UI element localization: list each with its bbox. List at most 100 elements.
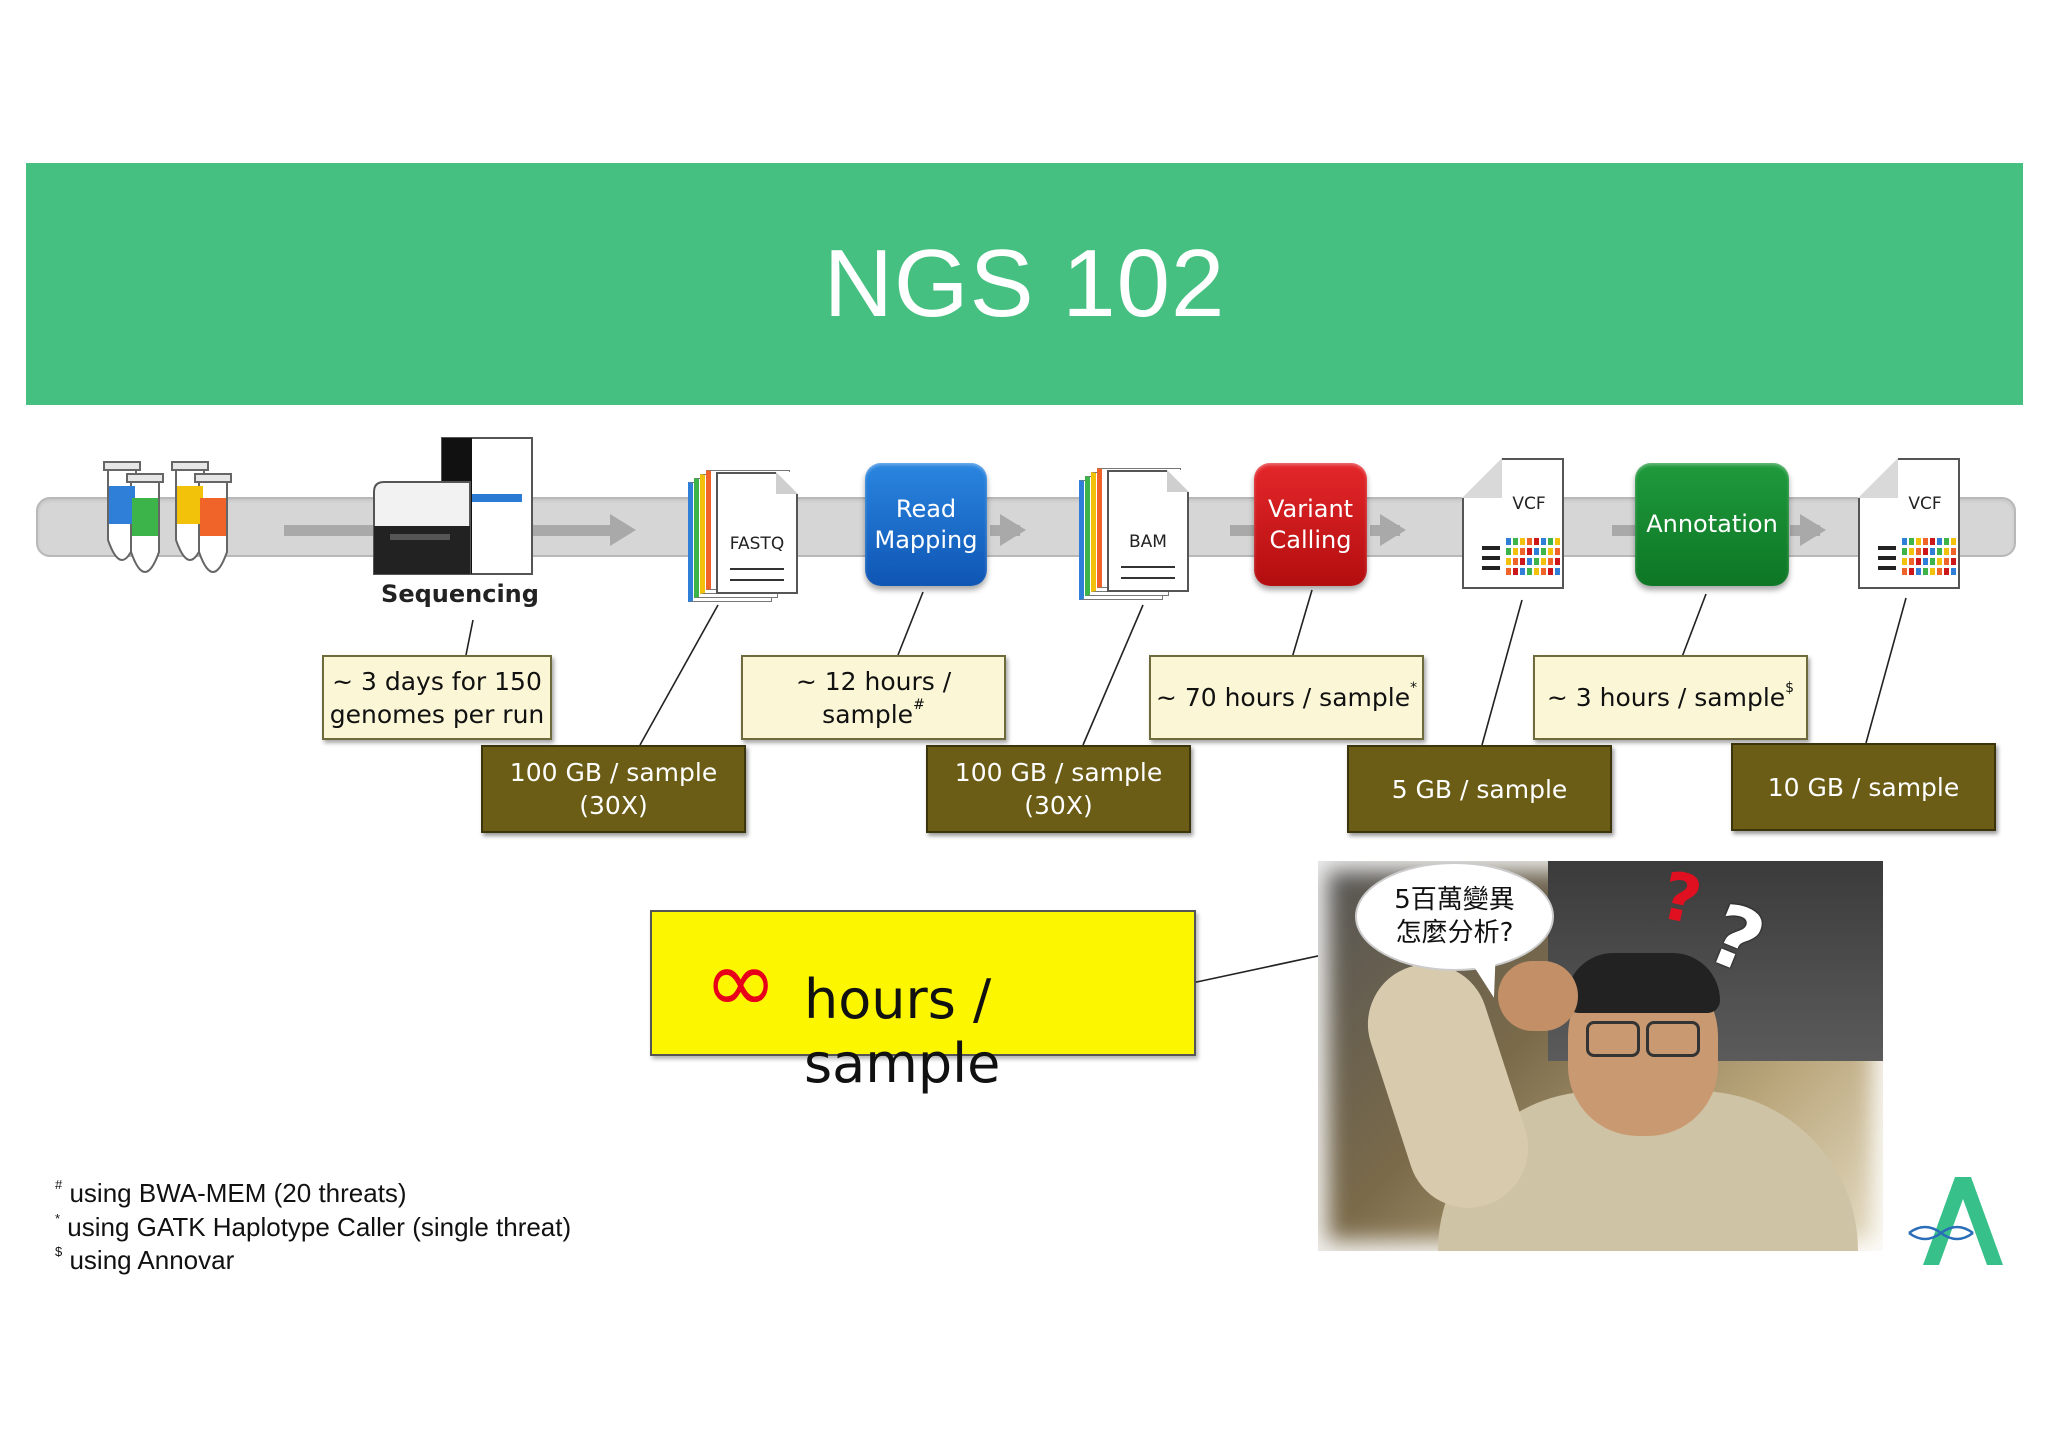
vcf-grid-cell bbox=[1937, 558, 1942, 565]
vcf-grid-cell bbox=[1944, 568, 1949, 575]
vcf-grid-cell bbox=[1541, 548, 1546, 555]
variant-calling-time-note: ~ 70 hours / sample* bbox=[1149, 655, 1424, 740]
vcf-grid-cell bbox=[1923, 568, 1928, 575]
fastq-size-note: 100 GB / sample (30X) bbox=[481, 745, 746, 833]
vcf-size-text: 5 GB / sample bbox=[1391, 774, 1568, 804]
vcf-grid-cell bbox=[1909, 548, 1914, 555]
bam-size-line2: (30X) bbox=[1024, 791, 1093, 820]
vcf-grid-cell bbox=[1923, 538, 1928, 545]
arrow-head-icon bbox=[1800, 514, 1826, 546]
annotated-vcf-file-icon: VCF bbox=[1858, 458, 1960, 589]
fastq-label: FASTQ bbox=[729, 534, 785, 554]
vcf-grid-cell bbox=[1944, 538, 1949, 545]
annotation-step: Annotation bbox=[1635, 463, 1789, 586]
vcf-grid-cell bbox=[1944, 558, 1949, 565]
vcf-grid-cell bbox=[1923, 548, 1928, 555]
vcf-grid-cell bbox=[1930, 558, 1935, 565]
vcf-grid-cell bbox=[1513, 548, 1518, 555]
title-banner: NGS 102 bbox=[26, 163, 2023, 405]
vcf-grid-cell bbox=[1937, 548, 1942, 555]
read-mapping-step: Read Mapping bbox=[865, 463, 987, 586]
vcf-grid-cell bbox=[1548, 548, 1553, 555]
vcf-grid-cell bbox=[1513, 568, 1518, 575]
vcf-grid-cell bbox=[1527, 568, 1532, 575]
vcf-grid-cell bbox=[1951, 558, 1956, 565]
annotated-vcf-size-text: 10 GB / sample bbox=[1767, 772, 1960, 802]
annotation-label: Annotation bbox=[1646, 510, 1778, 538]
vcf-grid-cell bbox=[1902, 568, 1907, 575]
slide-title: NGS 102 bbox=[823, 230, 1226, 337]
vcf-grid-cell bbox=[1951, 568, 1956, 575]
bam-size-note: 100 GB / sample (30X) bbox=[926, 745, 1191, 833]
vcf-grid-cell bbox=[1506, 568, 1511, 575]
footnote-mark: # bbox=[913, 696, 925, 713]
footnote-text: using BWA-MEM (20 threats) bbox=[69, 1178, 407, 1208]
vcf-grid-cell bbox=[1930, 568, 1935, 575]
footnote-text: using GATK Haplotype Caller (single thre… bbox=[67, 1212, 572, 1242]
vcf-grid-cell bbox=[1541, 558, 1546, 565]
vcf-grid-cell bbox=[1555, 568, 1560, 575]
variant-calling-line1: Variant bbox=[1267, 494, 1354, 523]
speech-bubble: 5百萬變異 怎麼分析? bbox=[1355, 862, 1554, 971]
arrow-head-icon bbox=[1000, 514, 1026, 546]
vcf-grid-cell bbox=[1520, 568, 1525, 575]
vcf-grid-cell bbox=[1506, 558, 1511, 565]
vcf-grid-cell bbox=[1944, 548, 1949, 555]
vcf-grid-cell bbox=[1909, 558, 1914, 565]
sequencing-time-line1: ~ 3 days for 150 bbox=[332, 666, 542, 696]
infinity-symbol: ∞ bbox=[704, 930, 778, 1033]
bam-file-icon: BAM bbox=[1079, 456, 1189, 600]
annotated-vcf-size-note: 10 GB / sample bbox=[1731, 743, 1996, 831]
vcf-grid-cell bbox=[1902, 558, 1907, 565]
fastq-size-line2: (30X) bbox=[579, 791, 648, 820]
vcf-grid-cell bbox=[1916, 538, 1921, 545]
arrow-head-icon bbox=[1380, 514, 1406, 546]
vcf-grid-cell bbox=[1513, 558, 1518, 565]
vcf-grid-cell bbox=[1541, 568, 1546, 575]
vcf-grid-cell bbox=[1520, 538, 1525, 545]
infinity-callout: ∞ hours / sample bbox=[650, 910, 1196, 1095]
vcf-grid-cell bbox=[1555, 548, 1560, 555]
annotation-time-note: ~ 3 hours / sample$ bbox=[1533, 655, 1808, 740]
vcf-grid-cell bbox=[1937, 538, 1942, 545]
vcf-grid-cell bbox=[1555, 558, 1560, 565]
vcf-label: VCF bbox=[1512, 494, 1546, 514]
vcf-grid-cell bbox=[1506, 548, 1511, 555]
sequencing-time-note: ~ 3 days for 150 genomes per run bbox=[322, 655, 552, 740]
vcf-grid-cell bbox=[1951, 538, 1956, 545]
annotation-time-text: ~ 3 hours / sample bbox=[1546, 683, 1786, 712]
vcf-grid-cell bbox=[1951, 548, 1956, 555]
sequencing-label: Sequencing bbox=[381, 580, 539, 608]
read-mapping-line1: Read bbox=[895, 494, 957, 523]
speech-line2: 怎麼分析? bbox=[1395, 917, 1514, 948]
vcf-grid-cell bbox=[1527, 548, 1532, 555]
arrow-line bbox=[1230, 525, 1260, 536]
footnote-mark: # bbox=[55, 1177, 63, 1192]
footnote-mark: * bbox=[1410, 680, 1418, 696]
footnote-gatk: * using GATK Haplotype Caller (single th… bbox=[55, 1212, 571, 1243]
footnote-mark: $ bbox=[1785, 680, 1795, 696]
vcf-file-icon: VCF bbox=[1462, 458, 1564, 589]
vcf-grid-cell bbox=[1541, 538, 1546, 545]
vcf-grid-cell bbox=[1534, 568, 1539, 575]
read-mapping-time-text: ~ 12 hours / sample bbox=[795, 666, 952, 729]
vcf-grid-cell bbox=[1534, 548, 1539, 555]
fastq-size-line1: 100 GB / sample bbox=[509, 758, 718, 787]
speech-line1: 5百萬變異 bbox=[1394, 884, 1515, 915]
vcf-grid-cell bbox=[1916, 558, 1921, 565]
vcf-grid-cell bbox=[1520, 548, 1525, 555]
vcf-grid-cell bbox=[1916, 568, 1921, 575]
vcf-size-note: 5 GB / sample bbox=[1347, 745, 1612, 833]
vcf-grid-cell bbox=[1548, 538, 1553, 545]
sequencing-time-line2: genomes per run bbox=[329, 699, 545, 729]
vcf-grid-cell bbox=[1527, 558, 1532, 565]
bam-size-line1: 100 GB / sample bbox=[954, 758, 1163, 787]
sample-tubes-icon bbox=[103, 461, 232, 573]
vcf-grid-cell bbox=[1548, 558, 1553, 565]
vcf-grid-cell bbox=[1930, 548, 1935, 555]
variant-calling-step: Variant Calling bbox=[1254, 463, 1367, 586]
bam-label: BAM bbox=[1129, 532, 1167, 552]
vcf-grid-cell bbox=[1930, 538, 1935, 545]
confused-person-photo bbox=[1318, 861, 1883, 1251]
footnote-bwa: # using BWA-MEM (20 threats) bbox=[55, 1178, 407, 1209]
